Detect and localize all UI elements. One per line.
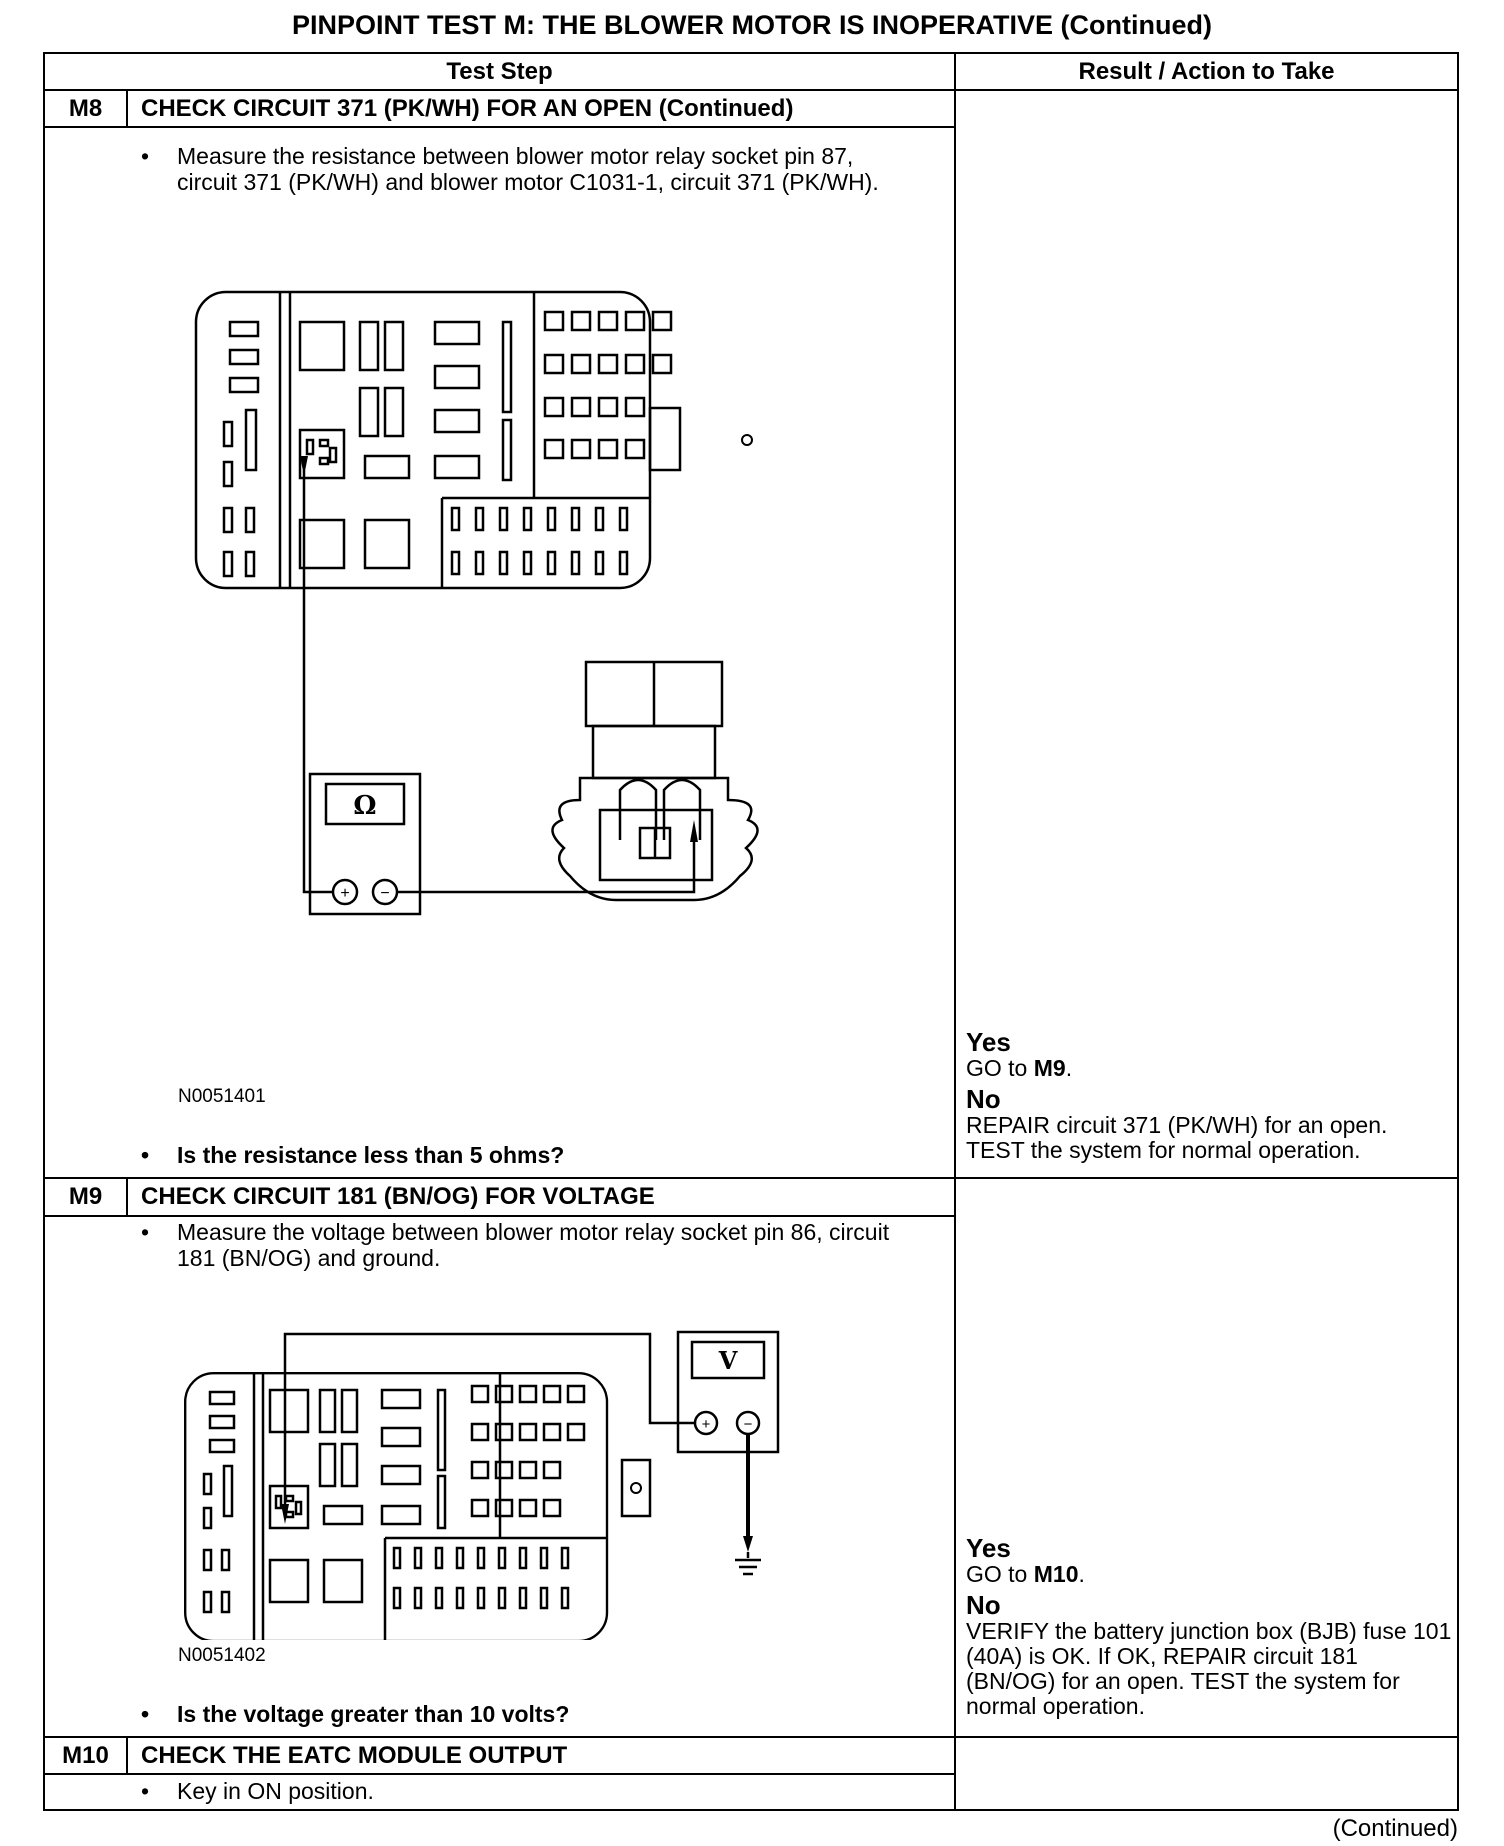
instruction-text: Measure the resistance between blower mo… xyxy=(177,143,879,195)
yes-label: Yes xyxy=(966,1027,1011,1057)
step-id-m8: M8 xyxy=(68,95,103,122)
step-id-m10: M10 xyxy=(62,1742,109,1769)
diode-row xyxy=(222,320,260,578)
figure-id-m9: N0051402 xyxy=(178,1645,266,1666)
instruction-m10: • Key in ON position. xyxy=(141,1778,911,1806)
continued-label: (Continued) xyxy=(1332,1815,1458,1842)
question-m9: • Is the voltage greater than 10 volts? xyxy=(141,1701,911,1729)
no-action: VERIFY the battery junction box (BJB) fu… xyxy=(966,1618,1452,1719)
step-title-m8: CHECK CIRCUIT 371 (PK/WH) FOR AN OPEN (C… xyxy=(141,95,794,122)
no-label: No xyxy=(966,1590,1001,1620)
instruction-text: Key in ON position. xyxy=(177,1778,374,1804)
question-text: Is the resistance less than 5 ohms? xyxy=(177,1142,565,1168)
ground-icon xyxy=(735,1558,761,1576)
result-m8: Yes GO to M9. No REPAIR circuit 371 (PK/… xyxy=(966,1027,1451,1163)
question-m8: • Is the resistance less than 5 ohms? xyxy=(141,1142,911,1170)
yes-target: M9 xyxy=(1033,1055,1066,1081)
minus-sign: − xyxy=(744,1416,753,1433)
no-action: REPAIR circuit 371 (PK/WH) for an open. … xyxy=(966,1112,1388,1163)
mini-fuse-rows xyxy=(392,1546,570,1610)
voltage-test-diagram: V + − xyxy=(184,1330,780,1640)
fuse-grid xyxy=(470,1384,586,1518)
mini-fuse-rows xyxy=(450,506,629,576)
header-result: Result / Action to Take xyxy=(1078,58,1335,85)
question-text: Is the voltage greater than 10 volts? xyxy=(177,1701,570,1727)
bullet: • xyxy=(141,143,150,169)
bullet: • xyxy=(141,1142,150,1168)
yes-action-suffix: . xyxy=(1078,1561,1085,1587)
plus-sign: + xyxy=(340,885,349,902)
instruction-m8: • Measure the resistance between blower … xyxy=(141,143,911,223)
page-title: PINPOINT TEST M: THE BLOWER MOTOR IS INO… xyxy=(292,10,1212,40)
no-label: No xyxy=(966,1084,1001,1114)
test-leads xyxy=(300,456,698,894)
yes-target: M10 xyxy=(1033,1561,1079,1587)
figure-id-m8: N0051401 xyxy=(178,1086,266,1107)
step-title-m10: CHECK THE EATC MODULE OUTPUT xyxy=(141,1742,568,1769)
header-test-step: Test Step xyxy=(446,58,553,85)
instruction-m9: • Measure the voltage between blower mot… xyxy=(141,1219,931,1279)
junction-box-outline xyxy=(194,290,753,590)
bullet: • xyxy=(141,1701,150,1727)
bullet: • xyxy=(141,1219,150,1245)
yes-label: Yes xyxy=(966,1533,1011,1563)
blower-motor-connector xyxy=(551,660,759,902)
plus-sign: + xyxy=(702,1416,711,1433)
relays xyxy=(268,1388,447,1604)
relays xyxy=(298,320,513,570)
ohm-symbol: Ω xyxy=(353,791,376,821)
instruction-text: Measure the voltage between blower motor… xyxy=(177,1219,890,1271)
yes-action-prefix: GO to xyxy=(966,1561,1034,1587)
junction-box-outline xyxy=(184,1372,652,1640)
result-m9: Yes GO to M10. No VERIFY the battery jun… xyxy=(966,1533,1453,1719)
yes-action-prefix: GO to xyxy=(966,1055,1034,1081)
volt-symbol: V xyxy=(718,1346,738,1375)
fuse-grid xyxy=(543,310,673,460)
step-id-m9: M9 xyxy=(68,1183,103,1210)
bullet: • xyxy=(141,1778,150,1804)
diode-row xyxy=(202,1390,236,1614)
resistance-test-diagram: Ω + − xyxy=(194,290,759,916)
minus-sign: − xyxy=(380,885,389,902)
test-leads xyxy=(281,1332,753,1558)
step-title-m9: CHECK CIRCUIT 181 (BN/OG) FOR VOLTAGE xyxy=(141,1183,655,1210)
yes-action-suffix: . xyxy=(1065,1055,1073,1081)
